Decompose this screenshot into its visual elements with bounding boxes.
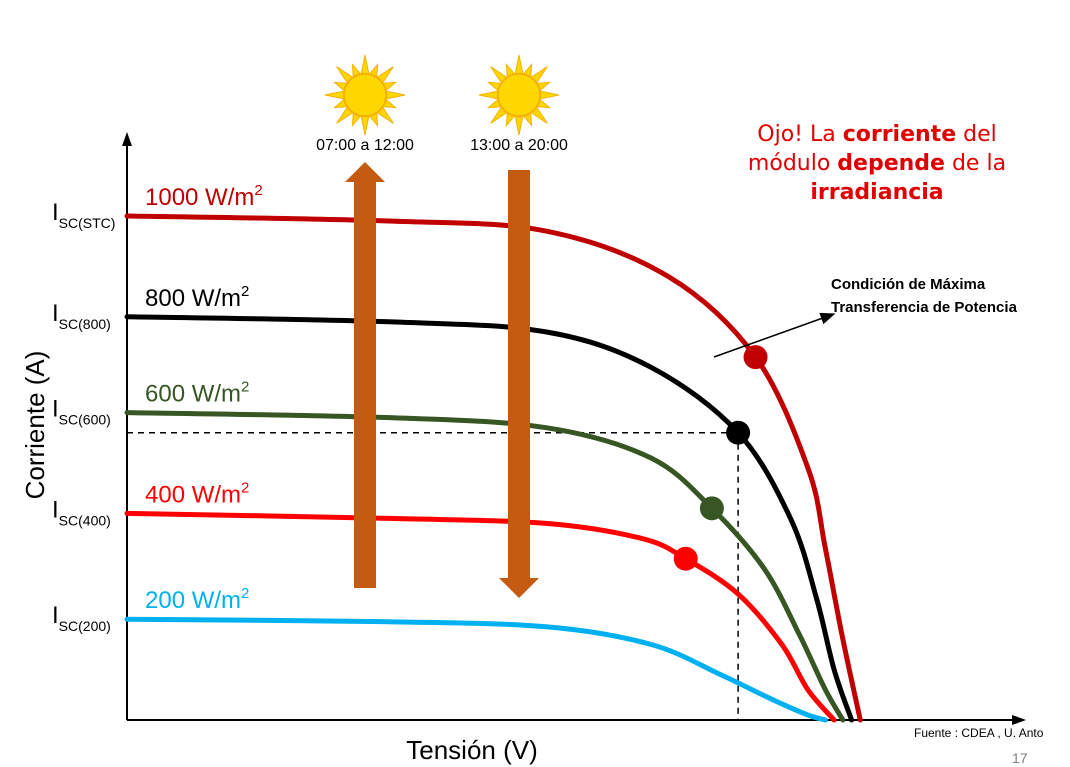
isc-label-600: ISC(600) [52,396,111,428]
isc-label-subscript: SC(200) [59,618,111,634]
note-line-1: Ojo! La corriente del [757,122,996,147]
series-line-800 [124,314,855,723]
sun-icon [478,54,560,136]
series-label-400: 400 W/m2 [145,479,249,508]
note-line-3: irradiancia [810,180,943,205]
series-line-1000 [124,213,863,723]
series-line-400 [124,510,837,723]
sun-group: 07:00 a 12:00 13:00 a 20:00 [316,54,568,598]
series-label-200: 200 W/m2 [145,585,249,614]
series-label-1000: 1000 W/m2 [145,182,263,211]
series-label-superscript: 2 [241,479,249,496]
isc-label-subscript: SC(STC) [59,215,116,231]
page-number: 17 [1012,750,1028,766]
y-axis-label: Corriente (A) [20,351,50,500]
mpp-point-600 [699,496,724,521]
isc-label-400: ISC(400) [52,496,111,528]
note-line-2: módulo depende de la [748,151,1006,176]
arrow-up [345,162,385,588]
mpp-point-1000 [743,345,768,370]
annotation-pointer [713,312,836,358]
isc-label-200: ISC(200) [52,602,111,634]
isc-label-subscript: SC(800) [59,316,111,332]
arrow-down [499,170,539,598]
series-label-800: 800 W/m2 [145,283,249,312]
time-range-label-2: 13:00 a 20:00 [470,137,568,154]
isc-label-subscript: SC(600) [59,412,111,428]
series-label-superscript: 2 [241,585,249,602]
series-line-200 [124,616,828,723]
annotation-line2: Transferencia de Potencia [831,299,1018,316]
source-text: Fuente : CDEA , U. Anto [914,726,1044,740]
series-label-superscript: 2 [254,182,262,199]
irradiance-note: Ojo! La corriente del módulo depende de l… [748,122,1006,205]
isc-label-800: ISC(800) [52,300,111,332]
isc-label-subscript: SC(400) [59,512,111,528]
mpp-reference-lines [127,431,739,720]
x-axis-arrowhead [1012,715,1026,725]
mpp-point-400 [673,546,698,571]
series-label-600: 600 W/m2 [145,379,249,408]
x-axis-label: Tensión (V) [406,735,538,765]
time-range-label-1: 07:00 a 12:00 [316,137,414,154]
y-axis-arrowhead [122,132,132,146]
sun-icon [324,54,406,136]
series-line-600 [124,410,846,723]
mpp-point-800 [726,420,751,445]
isc-label-1000: ISC(STC) [52,199,115,231]
series-label-superscript: 2 [241,379,249,396]
series-label-superscript: 2 [241,283,249,300]
annotation-line1: Condición de Máxima [831,276,986,293]
